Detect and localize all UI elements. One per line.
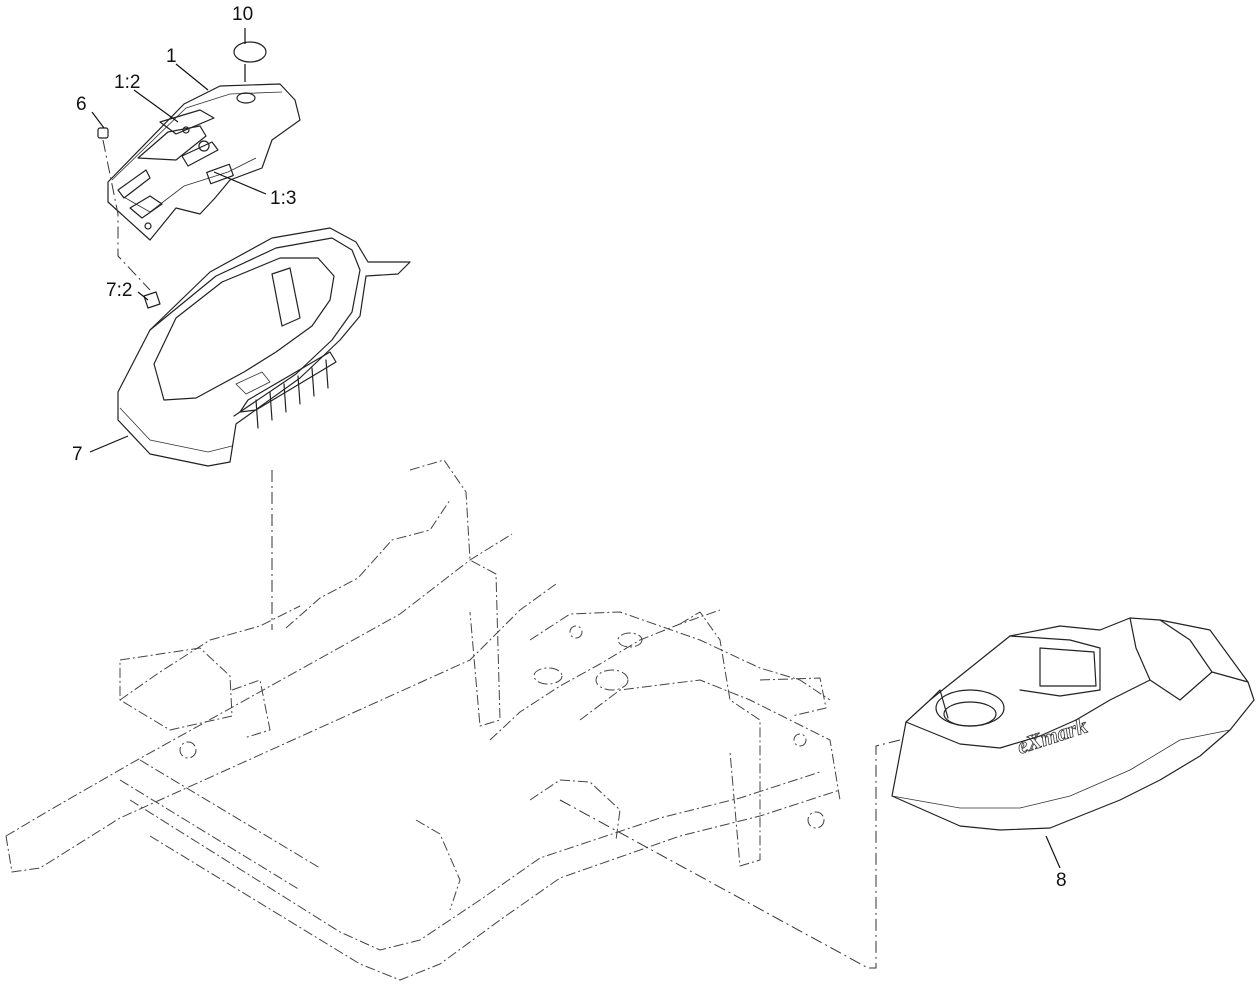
callout-1: 1: [166, 46, 177, 67]
callout-10: 10: [232, 4, 253, 25]
alignment-phantom-lines: [102, 139, 901, 969]
part-6-bolt[interactable]: [97, 127, 109, 139]
callout-labels: 10 1 1:2 6 1:3 7:2 7 8: [72, 4, 1067, 891]
tray-vents: [255, 359, 329, 429]
part-10-cap[interactable]: [233, 41, 267, 63]
part-8-seat-pod-cover[interactable]: eXmark: [891, 617, 1255, 831]
callout-7-2: 7:2: [106, 280, 132, 301]
callout-1-3: 1:3: [270, 188, 296, 209]
callout-7: 7: [72, 444, 83, 465]
callout-6: 6: [76, 94, 87, 115]
part-1-control-panel[interactable]: [107, 83, 301, 241]
part-7-2-clip[interactable]: [143, 291, 161, 309]
part-7-console-tray[interactable]: [117, 227, 411, 467]
leader-lines: [89, 28, 1061, 869]
brand-logo: eXmark: [1014, 713, 1090, 759]
callout-8: 8: [1056, 870, 1067, 891]
callout-1-2: 1:2: [114, 72, 140, 93]
mower-frame-phantom: [5, 459, 841, 981]
